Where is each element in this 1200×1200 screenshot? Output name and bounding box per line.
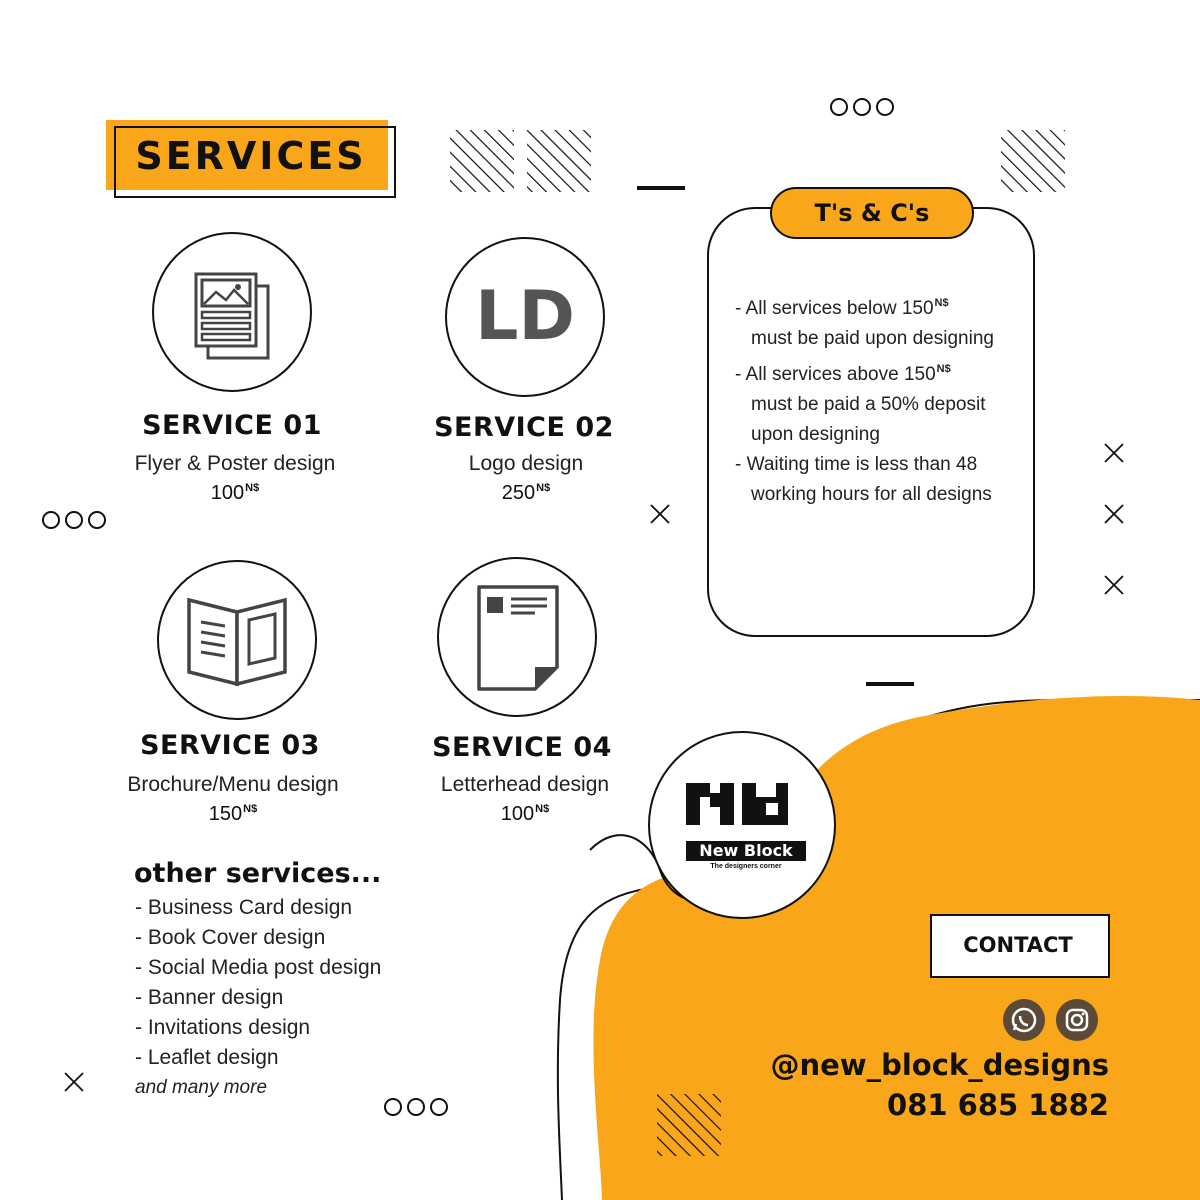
service-04-icon-circle: [437, 557, 597, 717]
service-02-price: 250N$: [376, 482, 676, 505]
flyer-icon: [194, 272, 270, 360]
contact-button[interactable]: CONTACT: [930, 914, 1110, 978]
instagram-icon[interactable]: [1056, 999, 1098, 1041]
contact-phone[interactable]: 081 685 1882: [887, 1088, 1109, 1122]
service-04-title: SERVICE 04: [432, 732, 612, 763]
terms-line: - All services above 150: [735, 364, 936, 385]
dots-decoration: [384, 1098, 453, 1121]
terms-line: must be paid a 50% deposit: [751, 394, 986, 415]
dots-decoration: [42, 511, 111, 534]
service-03-desc: Brochure/Menu design: [127, 773, 339, 796]
dash-mark: [866, 682, 914, 686]
service-03-price: 150N$: [83, 803, 383, 826]
currency-label: N$: [243, 803, 258, 815]
list-item: - Business Card design: [135, 896, 353, 919]
terms-line: must be paid upon designing: [751, 328, 994, 349]
blob-fill: [593, 695, 1200, 1200]
service-02-icon-circle: LD: [445, 237, 605, 397]
terms-item-1: - All services below 150N$ must be paid …: [735, 288, 1025, 354]
service-02-desc: Logo design: [468, 452, 584, 475]
dash-mark: [637, 186, 685, 190]
hatch-pattern: [1001, 130, 1065, 192]
contact-handle[interactable]: @new_block_designs: [770, 1048, 1110, 1082]
hatch-pattern: [450, 130, 514, 192]
list-item: - Social Media post design: [135, 956, 382, 979]
brand-logo: New Block The designers corner: [648, 731, 836, 919]
brochure-icon: [187, 597, 287, 687]
and-many-more: and many more: [135, 1077, 268, 1098]
terms-line: working hours for all designs: [751, 484, 992, 505]
service-01-price: 100N$: [85, 482, 385, 505]
services-header: SERVICES: [106, 120, 396, 200]
terms-title-pill: T's & C's: [770, 187, 974, 239]
x-mark: [1104, 504, 1124, 524]
service-02-title: SERVICE 02: [434, 412, 614, 443]
service-04-price: 100N$: [375, 803, 675, 826]
x-mark: [1104, 443, 1124, 463]
letterhead-icon: [477, 585, 559, 691]
x-mark: [1104, 575, 1124, 595]
services-title: SERVICES: [135, 134, 367, 178]
service-04-desc: Letterhead design: [440, 773, 610, 796]
contact-button-label: CONTACT: [963, 933, 1073, 957]
list-item: - Book Cover design: [135, 926, 326, 949]
contact-button-shadow: [930, 914, 1110, 978]
price-value: 100: [210, 482, 245, 504]
terms-box: [707, 207, 1035, 637]
brand-name: New Block: [686, 841, 806, 861]
service-01-desc: Flyer & Poster design: [134, 452, 336, 475]
terms-title: T's & C's: [814, 199, 930, 227]
service-01-icon-circle: [152, 232, 312, 392]
terms-line: upon designing: [751, 424, 880, 445]
dots-decoration: [830, 98, 899, 121]
service-03-icon-circle: [157, 560, 317, 720]
terms-item-3: - Waiting time is less than 48 working h…: [735, 450, 1025, 510]
service-01-title: SERVICE 01: [142, 410, 322, 441]
services-header-frame: [114, 126, 396, 198]
new-block-logo-mark: [686, 783, 788, 825]
list-item: - Leaflet design: [135, 1046, 279, 1069]
service-03-title: SERVICE 03: [140, 730, 320, 761]
list-item: - Banner design: [135, 986, 284, 1009]
other-services-list: - Business Card design - Book Cover desi…: [135, 893, 381, 1073]
currency-label: N$: [245, 482, 260, 494]
currency-label: N$: [936, 363, 951, 375]
brand-tagline: The designers corner: [710, 863, 782, 870]
price-value: 150: [208, 803, 243, 825]
currency-label: N$: [536, 482, 551, 494]
terms-content: - All services below 150N$ must be paid …: [735, 288, 1025, 510]
x-mark: [64, 1072, 84, 1092]
logo-ld-icon: LD: [475, 277, 575, 356]
services-header-fill: [106, 120, 388, 190]
x-mark: [650, 504, 670, 524]
hatch-pattern: [527, 130, 591, 192]
terms-line: - Waiting time is less than 48: [735, 454, 978, 475]
price-value: 100: [500, 803, 535, 825]
terms-line: - All services below 150: [735, 298, 934, 319]
terms-item-2: - All services above 150N$ must be paid …: [735, 354, 1025, 450]
price-value: 250: [501, 482, 536, 504]
whatsapp-icon[interactable]: [1003, 999, 1045, 1041]
currency-label: N$: [535, 803, 550, 815]
other-services-title: other services...: [134, 858, 382, 889]
list-item: - Invitations design: [135, 1016, 311, 1039]
hatch-pattern: [657, 1094, 721, 1156]
currency-label: N$: [934, 297, 949, 309]
